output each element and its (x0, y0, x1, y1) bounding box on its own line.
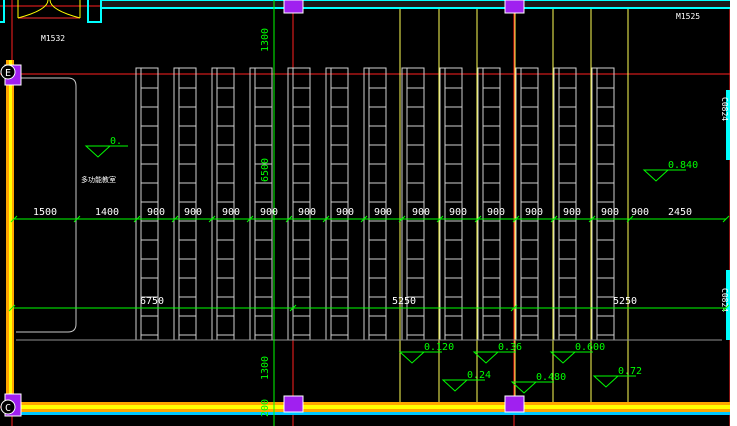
dimension-tick (436, 215, 444, 223)
elevation-label: 0.36 (498, 342, 522, 353)
grid-bubble-label: C (5, 403, 11, 414)
elevation-label: 0.600 (575, 342, 605, 353)
chain-dimension-label: 900 (601, 207, 619, 218)
vertical-dimension-label: 1300 (260, 28, 271, 52)
elevation-label: 0.840 (668, 160, 698, 171)
chain-dimensions: 1500 1400 900 900 900 900 900 900 900 900 900 900 90… (10, 207, 730, 223)
elevation-marker: 0.840 (642, 160, 698, 182)
chain-dimension-label: 900 (449, 207, 467, 218)
vertical-dimensions: 1300 6500 1300 200 (260, 28, 271, 417)
chain-dimension-label: 900 (260, 207, 278, 218)
chain-dimension-label: 900 (525, 207, 543, 218)
chain-dimension-label: 900 (487, 207, 505, 218)
dimension-tick (510, 304, 518, 312)
chain-dimension-label: 1400 (95, 207, 119, 218)
column (504, 0, 525, 14)
door-tag: M1525 (676, 12, 700, 21)
elevation-label: 0. (110, 136, 122, 147)
step-lines (399, 0, 629, 402)
span-dimension-label: 5250 (392, 296, 416, 307)
chain-dimension-label: 900 (631, 207, 649, 218)
column (504, 395, 525, 413)
elevation-marker: 0.480 (510, 372, 566, 394)
dimension-tick (722, 304, 730, 312)
bottom-wall (8, 402, 737, 415)
chain-dimension-label: 900 (336, 207, 354, 218)
elevation-label: 0.480 (536, 372, 566, 383)
dimension-tick (322, 215, 330, 223)
left-wall (6, 60, 14, 408)
dimension-tick (360, 215, 368, 223)
dimension-tick (133, 215, 141, 223)
dimension-tick (246, 215, 254, 223)
seat-row (591, 67, 615, 341)
room-name: 多功能教室 (81, 175, 116, 184)
dimension-tick (512, 215, 520, 223)
elevation-marker: 0.72 (592, 366, 642, 388)
top-wall (0, 0, 737, 23)
dimension-tick (73, 215, 81, 223)
elevation-marker: 0.600 (549, 342, 605, 364)
column (283, 0, 304, 14)
platform-outline (16, 77, 77, 333)
elevation-markers: 0. 0.840 0.120 0.36 0.600 0.24 0.480 0.72 (84, 136, 698, 394)
elevation-marker: 0.24 (441, 370, 491, 392)
elevation-label: 0.24 (467, 370, 491, 381)
column (283, 395, 304, 413)
window-tag: C0824 (720, 288, 729, 312)
chain-dimension-line (14, 218, 726, 309)
right-wall (726, 0, 737, 426)
dimension-tick (588, 215, 596, 223)
chain-dimension-label: 900 (374, 207, 392, 218)
dimension-tick (722, 215, 730, 223)
elevation-label: 0.72 (618, 366, 642, 377)
chain-dimension-label: 1500 (33, 207, 57, 218)
elevation-marker: 0.120 (398, 342, 454, 364)
dimension-tick (285, 215, 293, 223)
chain-dimension-label: 900 (412, 207, 430, 218)
dimension-tick (289, 304, 297, 312)
chain-dimension-label: 900 (563, 207, 581, 218)
dimension-tick (550, 215, 558, 223)
elevation-label: 0.120 (424, 342, 454, 353)
window-tag: C0824 (720, 97, 729, 121)
span-dimension-label: 5250 (613, 296, 637, 307)
dimension-tick (8, 304, 16, 312)
span-dimension-label: 6750 (140, 296, 164, 307)
vertical-dimension-label: 6500 (260, 158, 271, 182)
vertical-dimension-label: 1300 (260, 356, 271, 380)
seat-row (515, 67, 539, 341)
grid-bubble-label: E (5, 68, 11, 79)
dimension-tick (474, 215, 482, 223)
chain-dimension-label: 900 (147, 207, 165, 218)
dimension-tick (626, 215, 634, 223)
chain-dimension-label: 900 (298, 207, 316, 218)
chain-dimension-label: 900 (184, 207, 202, 218)
dimension-tick (171, 215, 179, 223)
vertical-dimension-label: 200 (260, 399, 271, 417)
dimension-tick (10, 215, 18, 223)
dimension-tick (208, 215, 216, 223)
span-dimensions: 6750 5250 5250 (8, 296, 730, 312)
chain-dimension-label: 2450 (668, 207, 692, 218)
grid-bubble-E: E (0, 64, 16, 80)
dimension-tick (398, 215, 406, 223)
chain-dimension-label: 900 (222, 207, 240, 218)
grid-bubble-C: C (0, 399, 16, 415)
door-tag: M1532 (41, 34, 65, 43)
elevation-marker: 0.36 (472, 342, 522, 364)
elevation-marker: 0. (84, 136, 128, 158)
door-swing-icon (17, 0, 81, 19)
